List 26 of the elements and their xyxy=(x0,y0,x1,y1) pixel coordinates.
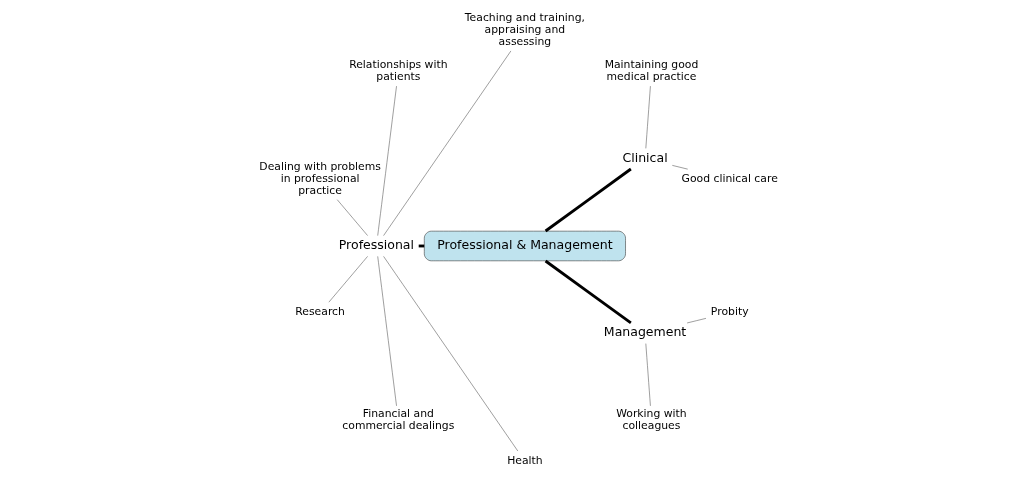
connector xyxy=(645,85,651,149)
connector xyxy=(671,165,688,170)
connector xyxy=(328,256,368,303)
connector xyxy=(382,256,518,452)
node-text: Financial and commercial dealings xyxy=(341,406,454,432)
connector xyxy=(376,256,397,407)
connector xyxy=(376,85,397,236)
node-text: Health xyxy=(506,454,543,467)
node-text: Clinical xyxy=(621,149,668,165)
node-text: Maintaining good medical practice xyxy=(604,58,698,84)
node-text: Teaching and training, appraising and assessing xyxy=(464,11,585,49)
node-text: Professional xyxy=(338,237,414,253)
connector xyxy=(544,259,632,325)
node-text: Management xyxy=(603,324,686,340)
connector xyxy=(336,199,368,236)
node-text: Dealing with problems in professional practice xyxy=(258,160,381,198)
connector xyxy=(686,318,706,324)
node-text: Relationships with patients xyxy=(348,58,448,84)
node-text: Good clinical care xyxy=(681,172,778,186)
connector xyxy=(645,343,651,407)
node-text: Working with colleagues xyxy=(615,406,687,432)
node-box: Professional & Management xyxy=(423,230,626,262)
connector xyxy=(544,167,632,233)
node-text: Probity xyxy=(710,305,749,319)
connector xyxy=(382,50,511,236)
node-text: Research xyxy=(294,305,345,319)
